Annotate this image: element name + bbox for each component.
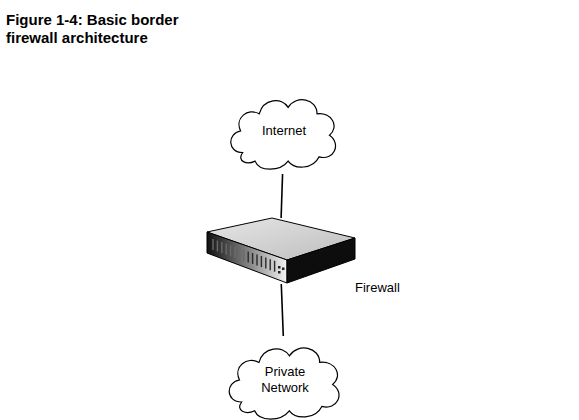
vent-slot — [234, 247, 235, 258]
figure-title: Figure 1-4: Basic border firewall archit… — [6, 11, 201, 47]
vent-slot — [270, 259, 271, 270]
network-cloud: Private Network — [220, 336, 350, 420]
vent-slot — [243, 250, 244, 261]
network-cloud: Internet — [222, 88, 346, 174]
device-front — [207, 232, 287, 283]
network-label: Private Network — [220, 336, 350, 420]
vent-slot — [212, 239, 213, 250]
vent-slot — [274, 261, 275, 272]
device-side — [287, 238, 355, 283]
status-light — [278, 266, 281, 269]
vent-slot — [230, 245, 231, 256]
vent-slot — [261, 256, 262, 267]
vent-slot — [239, 248, 240, 259]
vent-slot — [256, 255, 257, 266]
vent-slot — [225, 244, 226, 255]
status-light — [282, 268, 285, 271]
device-label: Firewall — [355, 280, 400, 295]
vent-slot — [221, 242, 222, 253]
vent-slot — [265, 258, 266, 269]
vent-slot — [252, 253, 253, 264]
vent-slot — [217, 241, 218, 252]
device-illustration — [205, 218, 355, 284]
status-light — [278, 271, 281, 274]
network-link — [281, 174, 282, 218]
network-label: Internet — [222, 88, 346, 174]
vent-slot — [247, 251, 248, 262]
network-link — [281, 284, 283, 336]
firewall-device: Firewall — [205, 218, 355, 284]
